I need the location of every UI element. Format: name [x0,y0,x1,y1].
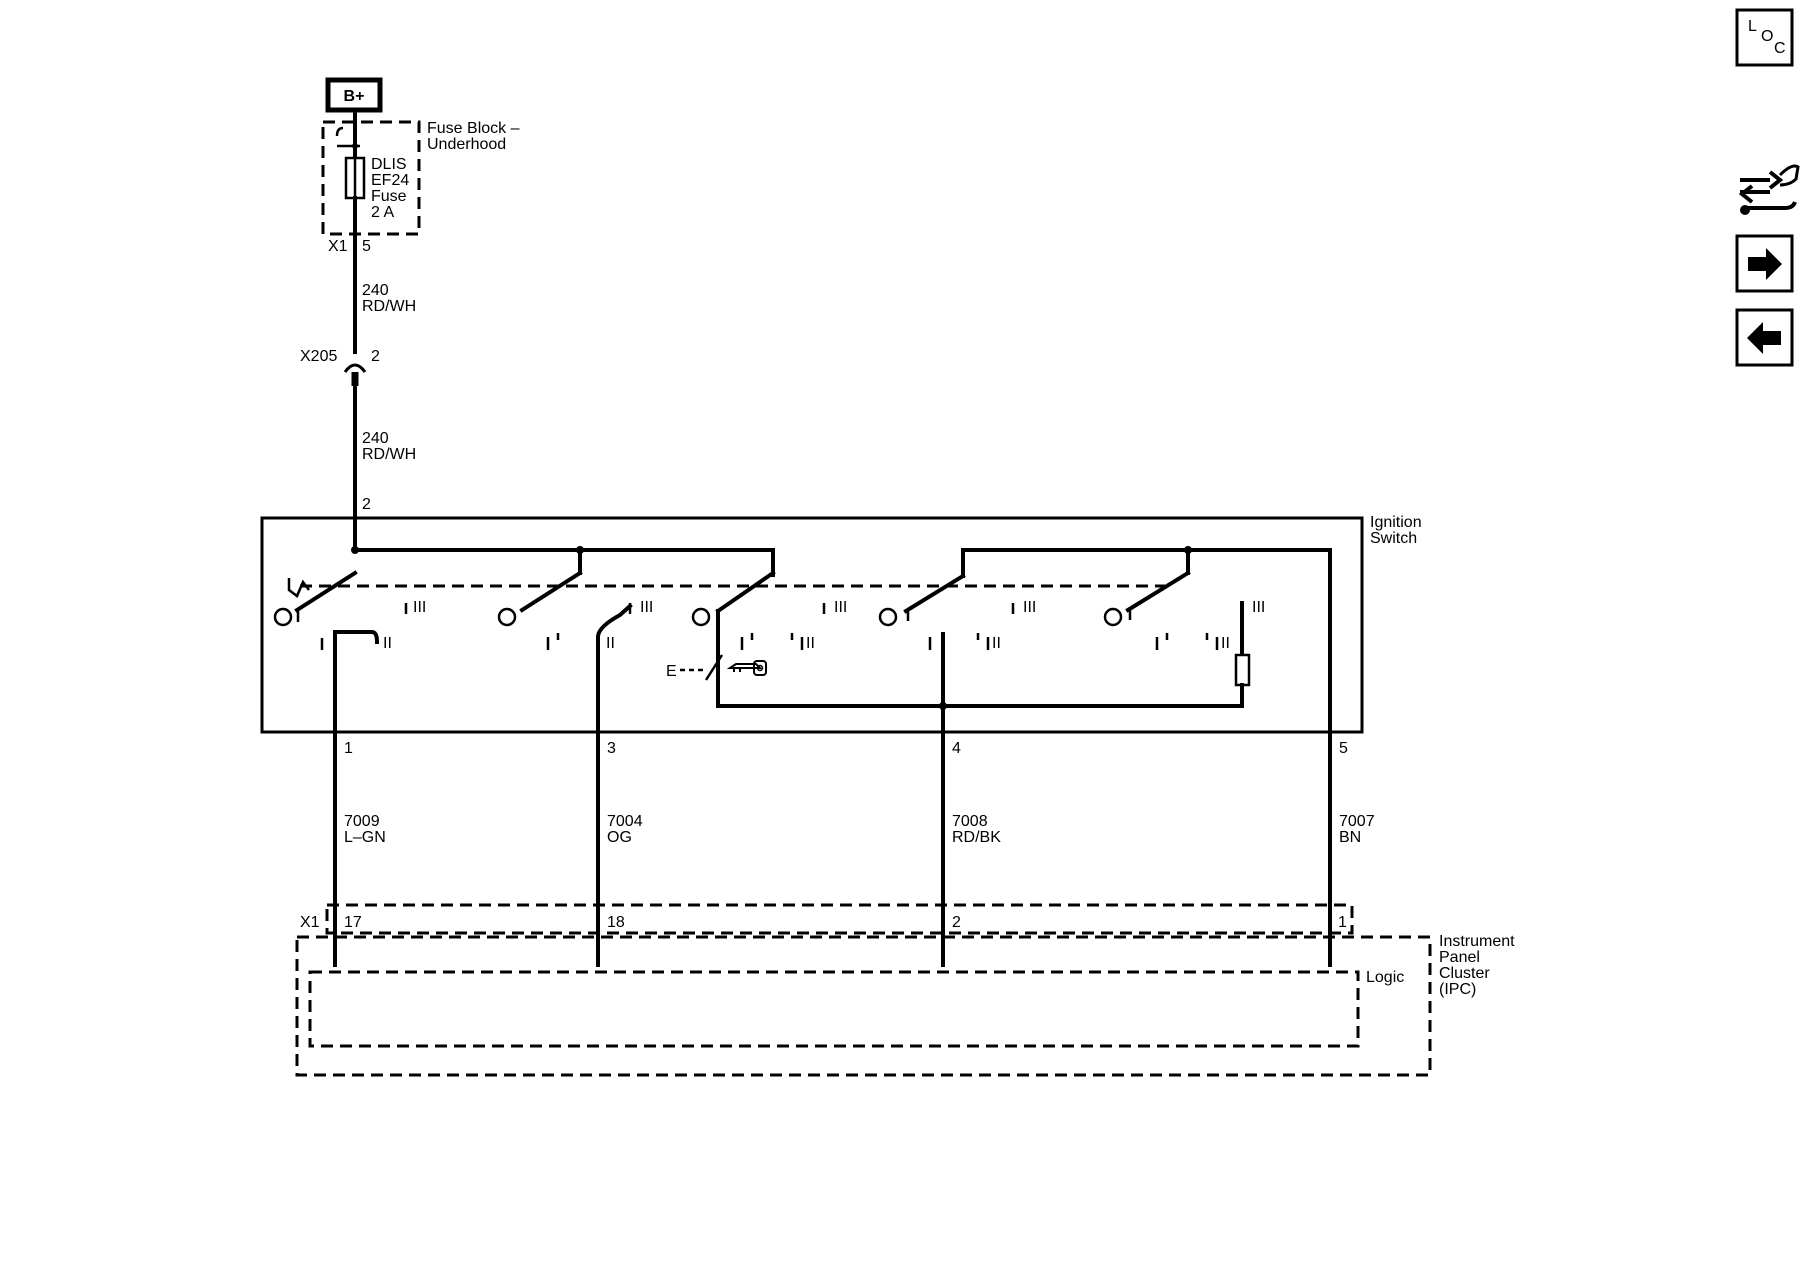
wire-lower-circuit: 240 [362,430,389,447]
key-switch-label: E [666,663,677,680]
key-switch-blade [704,654,724,681]
pos-label-2-ii: II [606,635,615,652]
connector-tool-icon [1738,164,1800,215]
switch-section-2: III II [497,570,653,967]
previous-button[interactable] [1735,308,1794,367]
pos-label-3-iii: III [834,599,847,616]
ignition-input-pin: 2 [362,496,371,513]
arrow-right-icon [1748,248,1782,280]
wire-7007-color: BN [1339,829,1361,846]
pos-label-1-ii: II [383,635,392,652]
ipc-pin-1: 1 [1338,914,1347,931]
fuse-hook-symbol [335,126,344,137]
svg-text:O: O [1761,28,1773,45]
fuse-block-name-2: Underhood [427,136,506,153]
wire-upper-circuit: 240 [362,282,389,299]
fuse-pin-label: 5 [362,238,371,255]
wire-7008-circuit: 7008 [952,813,988,830]
ipc-outline [295,935,1432,1077]
switch-pivot-4 [878,607,898,627]
switch-pin-4: 4 [952,740,961,757]
switch-pin-3: 3 [607,740,616,757]
switch-bus-left [353,548,775,577]
ignition-switch-box [260,516,1364,734]
pos-label-3-ii: II [806,635,815,652]
switch-3-ground-path [716,609,945,708]
ipc-name-2: Panel [1439,949,1480,966]
fuse-block-outline [321,120,421,236]
resistor-ground-path [941,683,1244,708]
switch-pin-5: 5 [1339,740,1348,757]
ignition-switch-name-2: Switch [1370,530,1417,547]
battery-label: B+ [344,88,365,105]
switch-pivot-2 [497,607,517,627]
ipc-name-1: Instrument [1439,933,1515,950]
pos-label-4-iii: III [1023,599,1036,616]
x205-connector-symbol [343,363,367,373]
arrow-left-icon [1747,322,1781,354]
fuse-label-2: EF24 [371,172,409,189]
switch-bus-right-and-pin5 [961,548,1332,967]
wire-7004-circuit: 7004 [607,813,643,830]
wire-upper-color: RD/WH [362,298,416,315]
switch-blade-4 [903,573,966,614]
pos-label-5-ii: II [1221,635,1230,652]
pos-label-2-iii: III [640,599,653,616]
bus-node-3 [1184,546,1192,554]
next-button[interactable] [1735,234,1794,293]
x205-pin-label: 2 [371,348,380,365]
loc-button[interactable]: L O C [1735,8,1794,67]
wire-7008-color: RD/BK [952,829,1001,846]
ipc-pin-2: 2 [952,914,961,931]
switch-pivot-1 [273,607,293,627]
switch-pivot-3 [691,607,711,627]
bus-node-2 [576,546,584,554]
switch-section-4: II III [878,573,1036,967]
switch-blade-1 [294,570,358,613]
ipc-logic-outline [308,970,1360,1048]
switch-pin-1: 1 [344,740,353,757]
fuse-label-3: Fuse [371,188,407,205]
fuse-block-name-1: Fuse Block – [427,120,520,137]
svg-text:L: L [1748,18,1757,35]
ipc-name-4: (IPC) [1439,981,1476,998]
switch-section-1: III II [273,570,426,967]
switch-pivot-5 [1103,607,1123,627]
ignition-switch-name-1: Ignition [1370,514,1422,531]
switch-blade-3 [715,570,776,614]
bus-node-1 [351,546,359,554]
switch-contact-1 [333,630,380,647]
ipc-name-3: Cluster [1439,965,1490,982]
fuse-label-1: DLIS [371,156,407,173]
switch-blade-5 [1125,570,1191,613]
svg-text:C: C [1774,40,1786,57]
switch-section-5: II III [941,570,1265,708]
ipc-x1-connector-outline [325,903,1354,935]
wire-7009-color: L–GN [344,829,386,846]
pos-label-1-iii: III [413,599,426,616]
ipc-pin-17: 17 [344,914,362,931]
switch-blade-2 [519,570,583,613]
fuse-label-4: 2 A [371,204,394,221]
connector-tool-button[interactable] [1738,164,1800,215]
ipc-logic-label: Logic [1366,969,1404,986]
switch-section-3: II III E [666,570,945,708]
wire-7007-circuit: 7007 [1339,813,1375,830]
wire-7009-circuit: 7009 [344,813,380,830]
loc-icon: L O C [1748,18,1786,57]
pos-label-4-ii: II [992,635,1001,652]
pos-label-5-iii: III [1252,599,1265,616]
wire-lower-color: RD/WH [362,446,416,463]
wire-7004-color: OG [607,829,632,846]
key-icon [726,660,767,676]
ipc-connector-label: X1 [300,914,320,931]
wire-7004-contact [596,603,633,967]
switch-actuator-symbol [287,578,310,598]
fuse-connector-label: X1 [328,238,348,255]
ipc-pin-18: 18 [607,914,625,931]
resistor-symbol [1234,653,1251,687]
x205-connector-label: X205 [300,348,337,365]
